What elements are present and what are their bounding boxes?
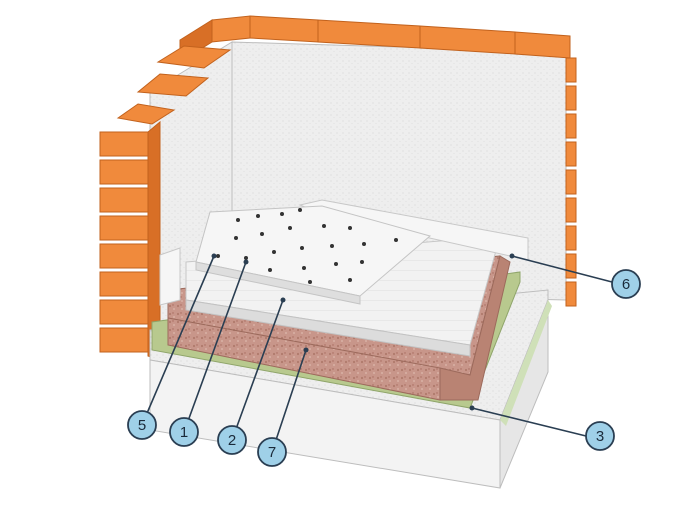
ribbed-board-front (185, 299, 471, 357)
leader-2 (231, 299, 284, 441)
leader-dots (211, 253, 515, 411)
callout-5-label: 5 (138, 417, 146, 434)
callout-5: 5 (127, 410, 157, 440)
callout-3-label: 3 (596, 428, 604, 445)
callout-6-label: 6 (622, 276, 630, 293)
panel-perforations (216, 208, 398, 284)
callout-1: 1 (169, 417, 199, 447)
callout-2-label: 2 (228, 432, 236, 449)
callout-3: 3 (585, 421, 615, 451)
callout-1-label: 1 (180, 424, 188, 441)
edge-strip-left (159, 247, 181, 306)
base-slab-edge-green (500, 300, 552, 426)
leader-6 (511, 255, 613, 283)
callout-7: 7 (257, 437, 287, 467)
callout-7-label: 7 (268, 444, 276, 461)
leader-1 (183, 261, 247, 433)
callout-2: 2 (217, 425, 247, 455)
gravel-layer-side (439, 255, 511, 401)
leader-7 (271, 349, 307, 453)
brick-wall-right (565, 57, 577, 307)
leader-lines (141, 255, 613, 453)
callout-6: 6 (611, 269, 641, 299)
brick-wall-top (116, 15, 571, 125)
perforated-panel (195, 205, 432, 297)
brick-wall-left (99, 120, 161, 361)
perforated-panel-front (195, 261, 361, 305)
leader-3 (471, 407, 587, 437)
leader-5 (141, 255, 215, 426)
